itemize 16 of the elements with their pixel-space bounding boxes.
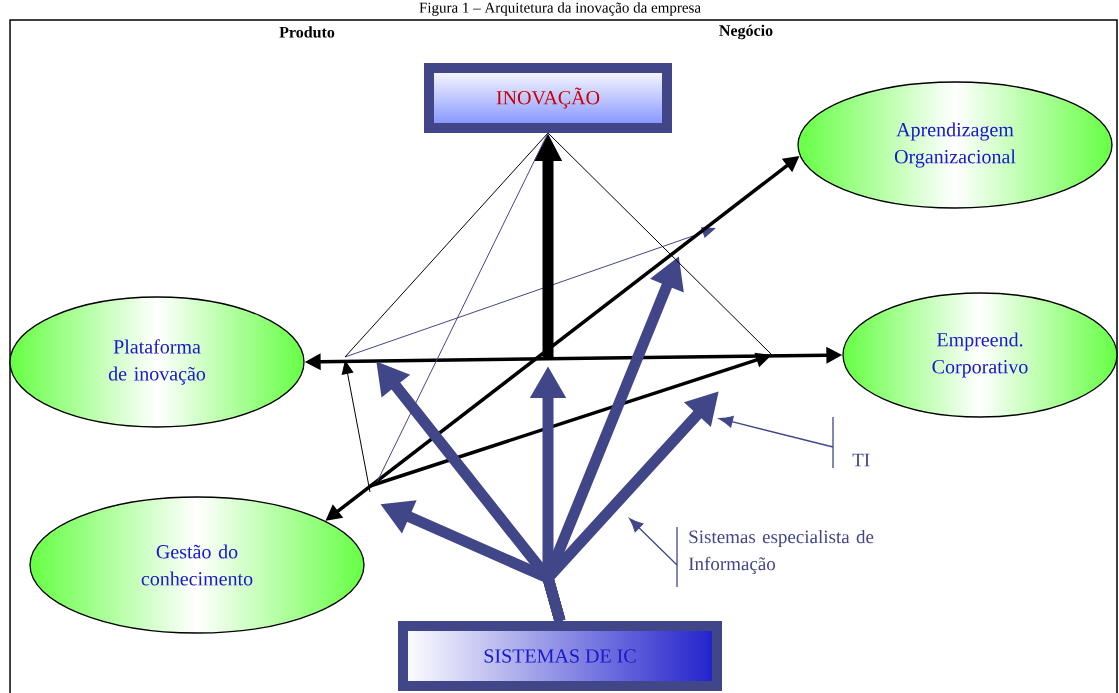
leader-line [629,518,678,588]
line [344,132,549,358]
ellipse-node: Aprendizagem Organizacional [797,81,1113,209]
axis-label: Negócio [719,24,773,40]
ellipse-node: Empreend. Corporativo [842,292,1118,418]
ellipse-node: Plataforma de inovação [9,296,305,428]
title: Figura 1 – Arquitetura da inovação da empresa [419,2,701,16]
ellipse-node: Gestão do conhecimento [29,496,365,634]
title-box: INOVAÇÃO [424,63,672,133]
title-box: SISTEMAS DE IC [398,621,722,691]
leader-line [718,415,834,469]
callout-text: Sistemas especialista de Informação [688,529,874,575]
line [376,132,549,483]
line [547,132,773,356]
callout-text: TI [852,453,870,467]
axis-label: Produto [279,26,335,38]
